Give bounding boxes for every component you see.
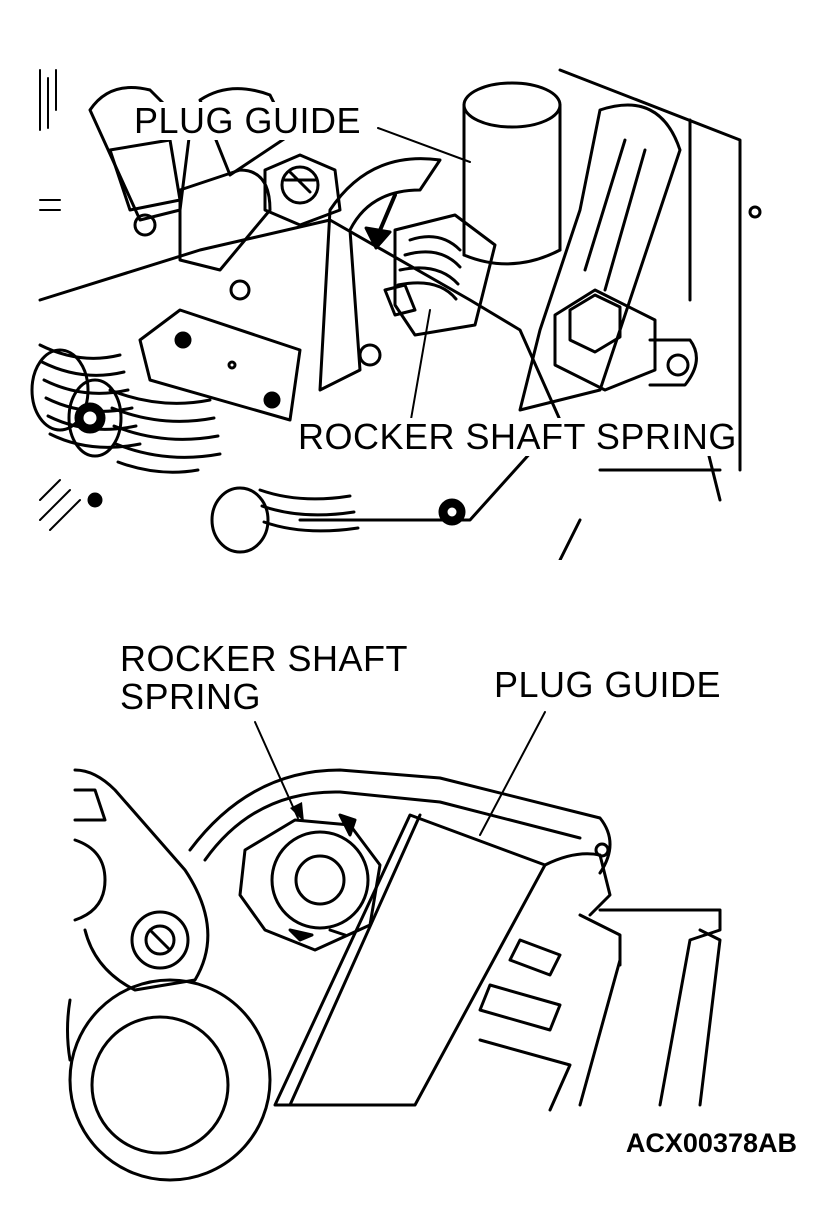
label-plug-guide-bottom: PLUG GUIDE xyxy=(494,664,722,705)
direction-arrow xyxy=(364,193,397,250)
small-hole-left xyxy=(87,492,103,508)
cap-bracket xyxy=(138,308,302,422)
leader-plug-guide-bottom xyxy=(479,711,546,836)
label-rocker-shaft-spring-bottom-line1: ROCKER SHAFT xyxy=(120,638,409,679)
plug-guide-cylinder xyxy=(462,81,562,266)
valve-assembly-right xyxy=(478,908,722,1112)
valve-spring-bottom xyxy=(210,486,360,554)
label-plug-guide-top: PLUG GUIDE xyxy=(134,100,362,141)
rocker-shaft-spring xyxy=(383,213,497,337)
cap-bolt-left xyxy=(263,153,342,227)
top-engine-illustration xyxy=(30,68,762,560)
rocker-arm-left-bottom xyxy=(73,768,210,992)
plug-guide-bottom xyxy=(273,813,612,1107)
rocker-arm-right xyxy=(518,103,682,412)
rocker-arm-center xyxy=(318,157,442,392)
cap-bolt-right xyxy=(553,288,698,392)
leader-rocker-spring-bottom xyxy=(254,721,299,819)
rocker-housing-inner xyxy=(203,790,582,862)
right-dot xyxy=(748,205,762,219)
rocker-shaft-spring-nut xyxy=(238,813,382,952)
label-rocker-shaft-spring-bottom-line2: SPRING xyxy=(120,676,262,717)
lower-pulley xyxy=(66,978,272,1182)
small-bolt-lower xyxy=(438,498,466,526)
cylinder-head-right-edge xyxy=(558,68,742,560)
figure-code: ACX00378AB xyxy=(625,1128,797,1158)
leader-arrowhead xyxy=(290,802,304,822)
leader-plug-guide-top xyxy=(377,127,471,163)
left-hatching xyxy=(39,69,81,531)
rocker-housing-outline xyxy=(188,768,612,875)
leader-rocker-spring-top xyxy=(409,309,431,426)
valve-spring-left-lower xyxy=(67,378,222,474)
label-rocker-shaft-spring-top: ROCKER SHAFT SPRING xyxy=(298,416,737,457)
camshaft xyxy=(38,218,562,522)
